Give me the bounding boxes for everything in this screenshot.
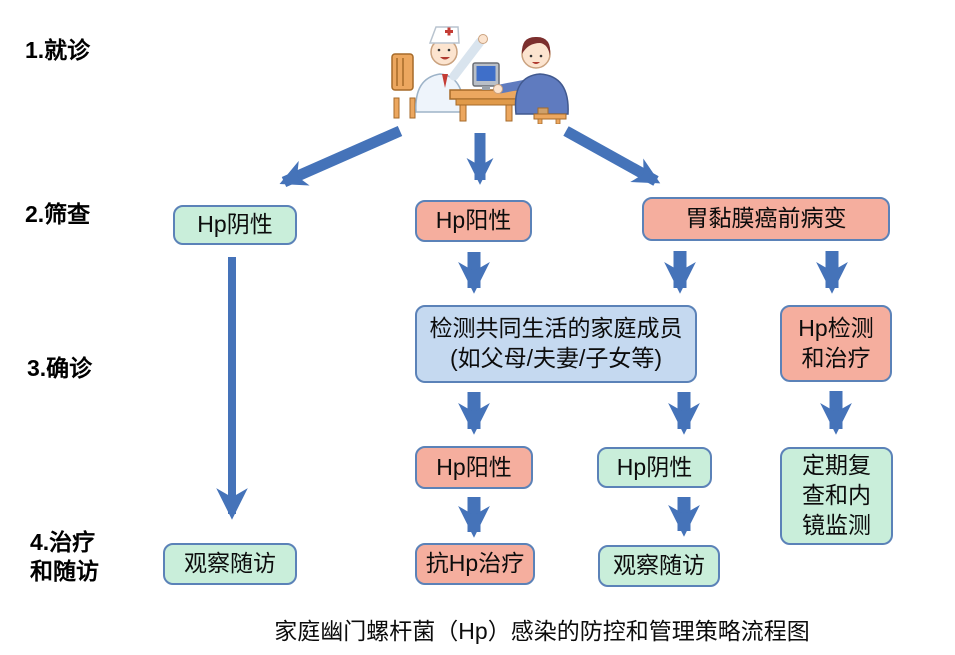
box-periodic-review-line1: 定期复 <box>802 452 871 479</box>
arrow-consult-to-precancerous <box>563 126 661 186</box>
box-observe-followup-left: 观察随访 <box>163 543 297 585</box>
box-hp-negative-confirm: Hp阴性 <box>597 447 712 488</box>
box-precancerous-lesion: 胃黏膜癌前病变 <box>642 197 890 241</box>
box-hp-negative-confirm-text: Hp阴性 <box>616 453 693 480</box>
stage-label-screening-text: 2.筛查 <box>25 201 91 227</box>
box-hp-positive-screen-text: Hp阳性 <box>435 207 512 234</box>
stage-label-visit: 1.就诊 <box>25 36 90 65</box>
box-family-member-test-line2: (如父母/夫妻/子女等) <box>449 345 663 371</box>
box-periodic-review-endoscopy: 定期复 查和内 镜监测 <box>780 447 893 545</box>
stage-label-screening: 2.筛查 <box>25 200 90 229</box>
diagram-title: 家庭幽门螺杆菌（Hp）感染的防控和管理策略流程图 <box>274 618 810 644</box>
stage-label-treatment-followup: 4.治疗 和随访 <box>30 528 99 586</box>
stage-label-visit-text: 1.就诊 <box>25 37 91 63</box>
box-anti-hp-treatment-text: 抗Hp治疗 <box>425 550 525 577</box>
stage-label-treatment-line1: 4.治疗 <box>30 529 96 555</box>
arrow-consult-to-hp-negative <box>279 125 403 188</box>
box-hp-test-and-treat-line1: Hp检测 <box>798 314 874 341</box>
box-periodic-review-line2: 查和内 <box>802 482 871 509</box>
box-observe-followup-mid: 观察随访 <box>598 545 720 587</box>
box-hp-negative-screen-text: Hp阴性 <box>197 211 273 238</box>
box-periodic-review-line3: 镜监测 <box>802 511 871 538</box>
stage-label-treatment-line2: 和随访 <box>30 557 99 584</box>
box-observe-followup-left-text: 观察随访 <box>184 550 276 577</box>
box-hp-test-and-treat-line2: 和治疗 <box>801 344 871 371</box>
box-hp-test-and-treat: Hp检测 和治疗 <box>780 305 892 382</box>
box-family-member-test: 检测共同生活的家庭成员 (如父母/夫妻/子女等) <box>415 305 697 383</box>
box-hp-positive-confirm: Hp阳性 <box>415 446 533 489</box>
stage-label-diagnosis-text: 3.确诊 <box>27 355 93 381</box>
box-hp-negative-screen: Hp阴性 <box>173 205 297 245</box>
stage-label-diagnosis: 3.确诊 <box>27 354 92 383</box>
box-precancerous-lesion-text: 胃黏膜癌前病变 <box>685 205 847 232</box>
box-family-member-test-line1: 检测共同生活的家庭成员 <box>429 315 683 342</box>
box-hp-positive-confirm-text: Hp阳性 <box>436 453 512 480</box>
box-anti-hp-treatment: 抗Hp治疗 <box>415 543 535 585</box>
box-observe-followup-mid-text: 观察随访 <box>613 552 705 579</box>
doctor-patient-illustration <box>391 26 569 124</box>
box-hp-positive-screen: Hp阳性 <box>415 200 532 242</box>
